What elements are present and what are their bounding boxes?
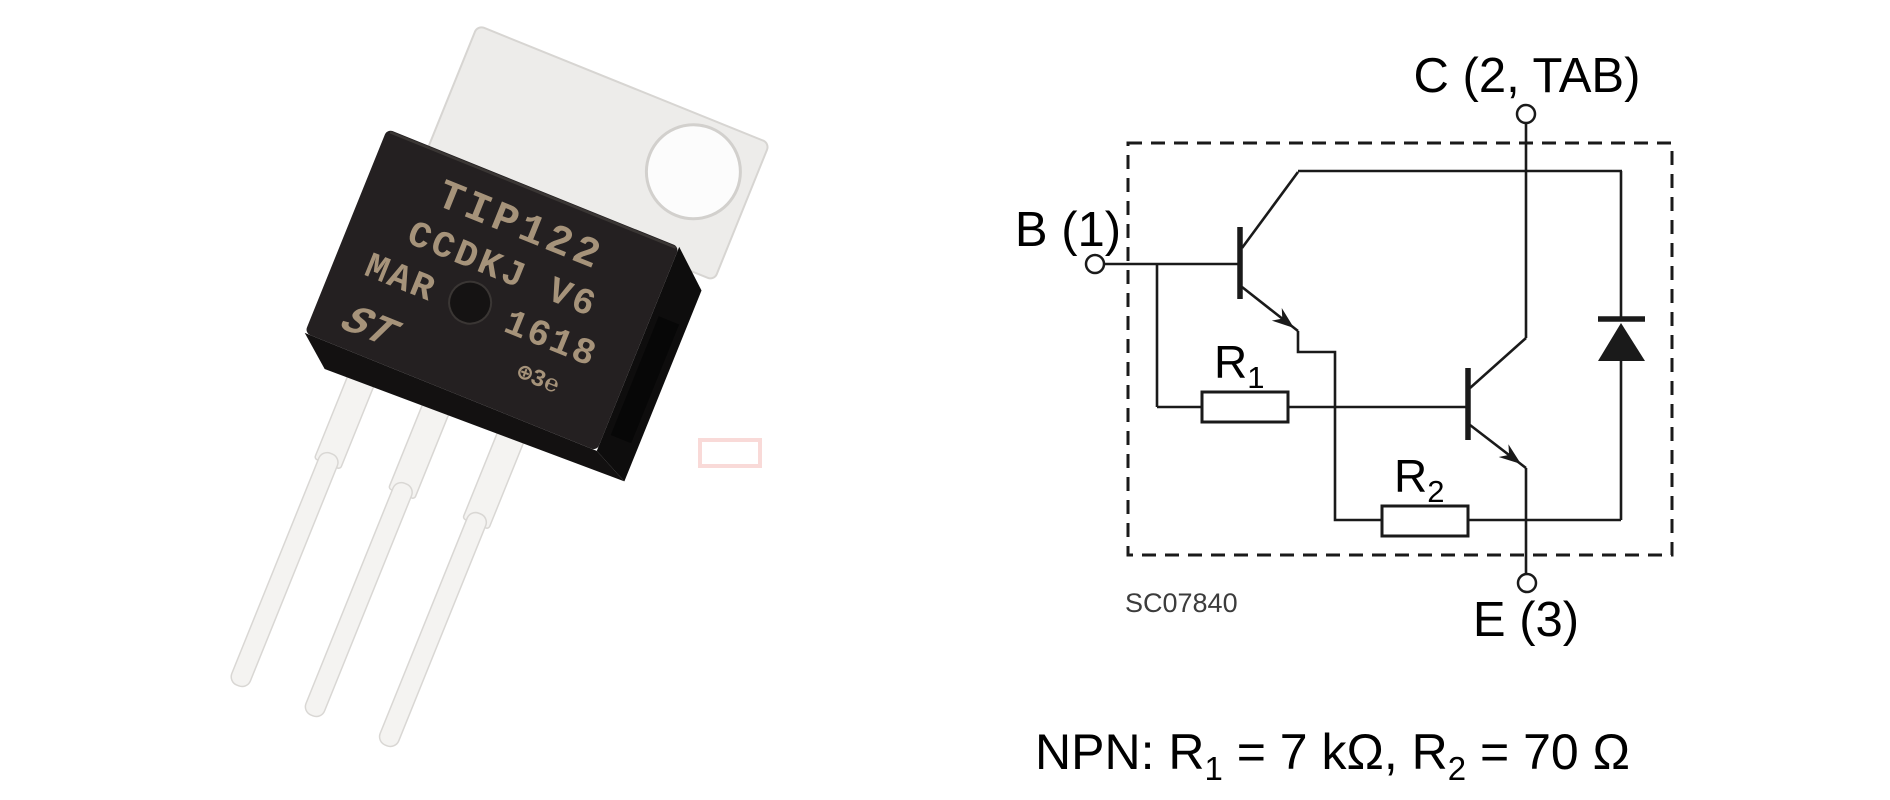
caption-part: NPN: R	[1035, 724, 1204, 780]
transistor-q1	[1237, 171, 1300, 333]
collector-terminal	[1515, 103, 1537, 125]
device-boundary-dashed-box	[1126, 141, 1674, 557]
t1-emitter-jog	[1296, 331, 1382, 522]
r1-label: R1	[1214, 336, 1264, 395]
resistor-r2-body	[1380, 504, 1470, 538]
transistor-photo: TIP122 CCDKJ V6 MAR 1618 ST ⊕3℮	[230, 26, 769, 748]
lead-collector	[304, 379, 459, 718]
diode-anode-triangle	[1598, 323, 1645, 361]
leads	[230, 349, 533, 748]
body-bottom-edge	[304, 332, 625, 482]
caption-part: = 70 Ω	[1466, 724, 1630, 780]
body-side-notch	[610, 316, 680, 444]
to220-package: TIP122 CCDKJ V6 MAR 1618 ST ⊕3℮	[230, 26, 769, 748]
figure-id: SC07840	[1125, 588, 1238, 618]
watermark-shape	[698, 438, 762, 468]
caption-subscript-2: 2	[1448, 750, 1466, 787]
lead-emitter	[378, 409, 533, 748]
body-top-bevel	[389, 131, 677, 249]
equivalent-circuit-schematic: C (2, TAB) B (1) E (3) R1 R2 SC07840	[1015, 49, 1674, 647]
schematic-labels: C (2, TAB) B (1) E (3) R1 R2 SC07840	[1015, 49, 1641, 647]
mold-dimple	[448, 280, 493, 325]
r2-label-subscript: 2	[1427, 474, 1444, 509]
r1-label-subscript: 1	[1247, 360, 1264, 395]
emitter-label: E (3)	[1473, 593, 1579, 647]
mounting-hole	[644, 123, 742, 221]
r2-label-letter: R	[1394, 450, 1427, 502]
lead-base	[230, 349, 385, 688]
flyback-diode	[1598, 171, 1645, 520]
r2-label: R2	[1394, 450, 1444, 509]
emitter-terminal	[1516, 572, 1538, 594]
q1-collector	[1240, 171, 1300, 249]
collector-label: C (2, TAB)	[1414, 49, 1641, 103]
q1-emitter-arrow	[1271, 308, 1294, 328]
transistor-q2	[1465, 337, 1527, 470]
resistor-r1-body	[1200, 390, 1290, 424]
q2-collector	[1469, 337, 1527, 389]
caption-part: = 7 kΩ, R	[1223, 724, 1448, 780]
caption-resistor-values: NPN: R1 = 7 kΩ, R2 = 70 Ω	[1035, 724, 1630, 787]
wires	[1104, 123, 1622, 574]
base-label: B (1)	[1015, 203, 1121, 257]
q2-emitter-arrow	[1498, 444, 1521, 464]
caption-subscript-1: 1	[1204, 750, 1222, 787]
base-terminal	[1084, 253, 1106, 275]
r1-label-letter: R	[1214, 336, 1247, 388]
